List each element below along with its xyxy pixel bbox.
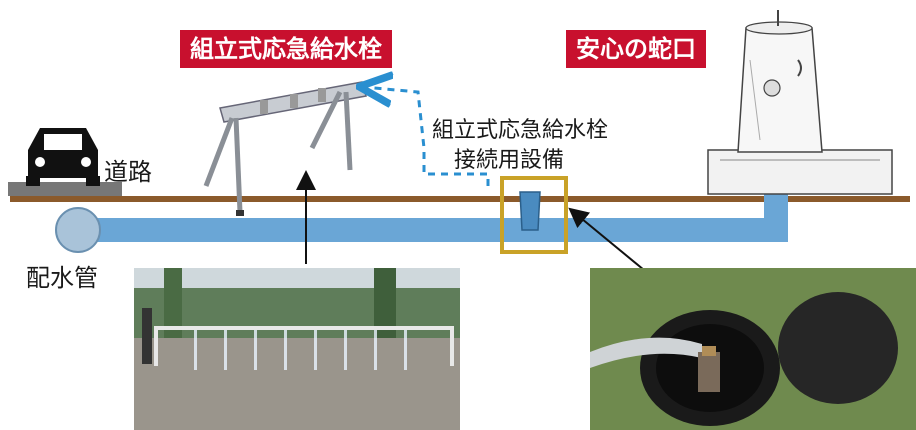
ground-line <box>10 196 910 202</box>
hydrant-title: 組立式応急給水栓 <box>180 30 392 68</box>
car-icon <box>26 128 100 186</box>
water-main-icon <box>55 207 101 253</box>
standpipe-icon <box>203 81 367 216</box>
pipe-label: 配水管 <box>26 264 98 292</box>
connection-highlight-box <box>500 176 568 254</box>
tree-stump-faucet-icon <box>707 10 893 195</box>
water-main-pipe <box>55 192 788 253</box>
connection-label-line1: 組立式応急給水栓 <box>432 118 609 143</box>
pointer-arrow-connection <box>568 207 645 271</box>
hydrant-photo <box>134 268 460 430</box>
faucet-title: 安心の蛇口 <box>566 30 706 68</box>
connection-label-line2: 接続用設備 <box>454 148 565 173</box>
road-label: 道路 <box>104 158 152 186</box>
connection-valve-icon <box>519 191 541 231</box>
connection-photo <box>590 268 916 430</box>
